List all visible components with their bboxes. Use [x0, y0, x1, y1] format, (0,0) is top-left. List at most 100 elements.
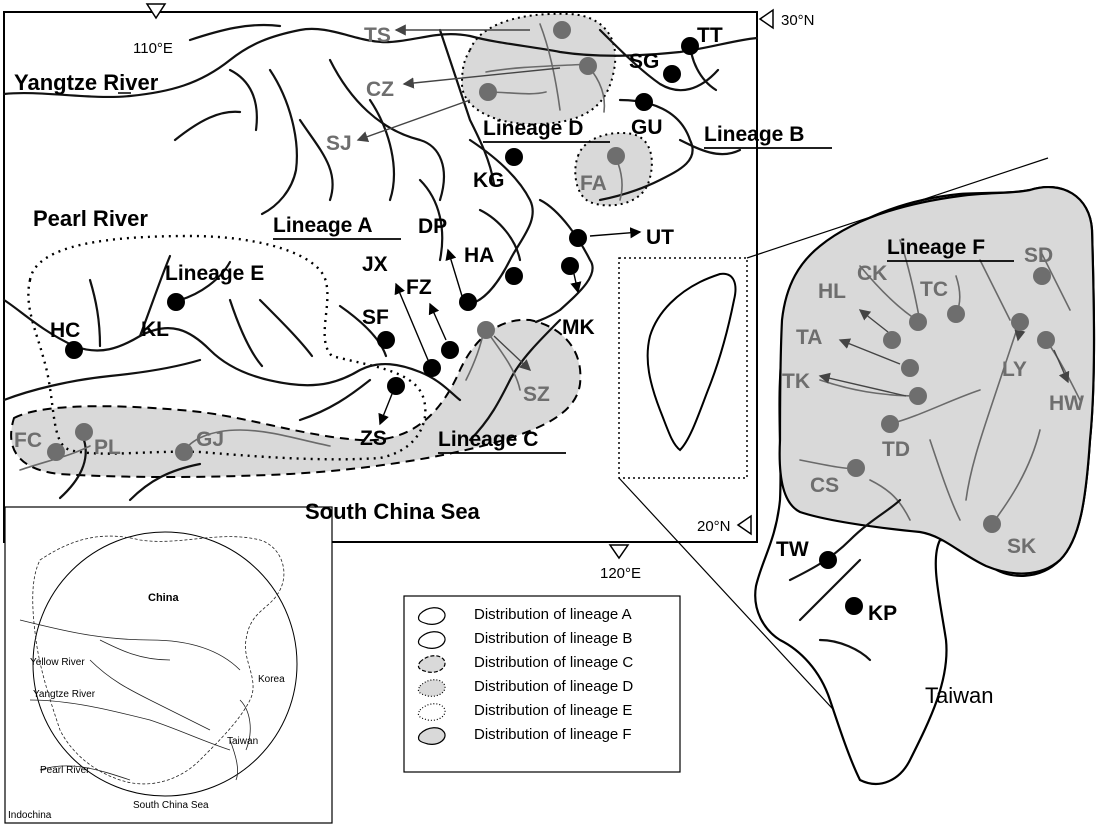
site-arrow-dp	[445, 248, 463, 297]
lon-120-marker-icon	[608, 544, 630, 560]
site-label-zs: ZS	[360, 427, 387, 450]
site-arrow-mk	[570, 273, 582, 294]
site-label-kg: KG	[473, 169, 505, 192]
south-china-sea-label: South China Sea	[305, 499, 481, 524]
inset-korea-label: Korea	[258, 674, 285, 685]
legend-label-a: Distribution of lineage A	[474, 606, 632, 623]
inset-pearl-river-label: Pearl River	[40, 765, 90, 776]
lon-120-label: 120°E	[600, 565, 641, 582]
site-label-ha: HA	[464, 244, 494, 267]
inset-frame	[4, 506, 333, 824]
site-marker-ly	[1011, 313, 1029, 331]
site-label-ut: UT	[646, 226, 674, 249]
site-arrow-tk	[818, 372, 907, 397]
site-label-cz: CZ	[366, 78, 394, 101]
inset-indochina-label: Indochina	[8, 810, 52, 821]
site-marker-fc	[47, 443, 65, 461]
site-marker-td	[881, 415, 899, 433]
site-arrow-cz	[402, 67, 561, 89]
site-arrow-ut	[589, 227, 642, 239]
site-marker-sg	[663, 65, 681, 83]
site-marker-ts	[553, 21, 571, 39]
site-label-mk: MK	[562, 316, 595, 339]
inset-china-label: China	[148, 592, 179, 604]
lon-110-marker-icon	[145, 3, 167, 20]
site-marker-fa	[607, 147, 625, 165]
taiwan-small-outline	[646, 272, 737, 452]
site-label-sk: SK	[1007, 535, 1036, 558]
site-label-hw: HW	[1049, 392, 1084, 415]
site-marker-sf	[377, 331, 395, 349]
site-marker-tt	[681, 37, 699, 55]
site-arrows	[356, 24, 1070, 426]
site-marker-cs	[847, 459, 865, 477]
site-label-sz: SZ	[523, 383, 550, 406]
lineage-f-label: Lineage F	[887, 236, 985, 259]
site-arrow-ta	[838, 338, 901, 365]
site-marker-ta	[901, 359, 919, 377]
site-marker-sz	[477, 321, 495, 339]
site-label-tt: TT	[697, 24, 723, 47]
site-label-sd: SD	[1024, 244, 1053, 267]
site-marker-ha	[505, 267, 523, 285]
lon-110-label: 110°E	[133, 40, 173, 57]
site-marker-kl	[167, 293, 185, 311]
legend-swatch-b	[417, 631, 446, 649]
lineage-e-label: Lineage E	[165, 262, 264, 285]
site-marker-sj	[479, 83, 497, 101]
lineage-a-label: Lineage A	[273, 214, 373, 237]
site-marker-sd	[1033, 267, 1051, 285]
site-marker-sk	[983, 515, 1001, 533]
inset-yangtze-label: Yangtze River	[33, 689, 96, 700]
site-label-ly: LY	[1002, 358, 1027, 381]
site-arrow-ly	[1014, 329, 1026, 342]
lat-30-marker-icon	[758, 8, 774, 30]
site-marker-pl	[75, 423, 93, 441]
pearl-river-label: Pearl River	[33, 206, 148, 231]
inset-scs-label: South China Sea	[133, 800, 209, 811]
site-label-sg: SG	[629, 50, 659, 73]
site-marker-ck	[909, 313, 927, 331]
site-marker-zs	[387, 377, 405, 395]
site-marker-gj	[175, 443, 193, 461]
site-label-sf: SF	[362, 306, 389, 329]
lineage-b-label: Lineage B	[704, 123, 804, 146]
lineage-d-label: Lineage D	[483, 117, 583, 140]
site-label-kp: KP	[868, 602, 897, 625]
site-label-gj: GJ	[196, 428, 224, 451]
site-label-tw: TW	[776, 538, 809, 561]
inset-yellow-river-label: Yellow River	[30, 657, 85, 668]
site-arrow-fz	[428, 302, 447, 341]
site-marker-fz	[441, 341, 459, 359]
site-label-hl: HL	[818, 280, 846, 303]
site-label-dp: DP	[418, 215, 447, 238]
legend-swatches	[417, 607, 446, 745]
legend-label-c: Distribution of lineage C	[474, 654, 633, 671]
site-marker-gu	[635, 93, 653, 111]
legend-label-b: Distribution of lineage B	[474, 630, 632, 647]
site-label-fa: FA	[580, 172, 607, 195]
lineage-c-label: Lineage C	[438, 428, 538, 451]
legend-swatch-d	[417, 679, 446, 697]
site-label-td: TD	[882, 438, 910, 461]
site-marker-tw	[819, 551, 837, 569]
site-arrow-sj	[356, 99, 471, 142]
site-label-tk: TK	[782, 370, 810, 393]
legend-label-e: Distribution of lineage E	[474, 702, 632, 719]
inset-globe	[32, 531, 298, 797]
site-label-gu: GU	[631, 116, 663, 139]
site-marker-kp	[845, 597, 863, 615]
legend-swatch-f	[417, 727, 446, 745]
yangtze-river-label: Yangtze River	[14, 70, 159, 95]
site-marker-ut	[569, 229, 587, 247]
site-label-ck: CK	[857, 262, 887, 285]
lat-20-label: 20°N	[697, 518, 731, 535]
site-label-ta: TA	[796, 326, 822, 349]
site-marker-kg	[505, 148, 523, 166]
legend-label-f: Distribution of lineage F	[474, 726, 632, 743]
site-label-sj: SJ	[326, 132, 352, 155]
legend-labels: Distribution of lineage A Distribution of…	[474, 606, 633, 743]
taiwan-label: Taiwan	[925, 683, 993, 708]
site-marker-hc	[65, 341, 83, 359]
